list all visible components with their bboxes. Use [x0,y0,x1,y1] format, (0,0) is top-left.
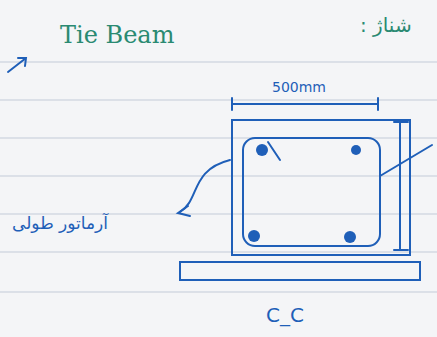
rebar [248,230,260,242]
margin-arrow [8,58,26,72]
rebar [344,231,356,243]
persian-title: شناژ : [360,14,412,36]
stirrup-hook [268,142,280,160]
leader-line [380,145,432,176]
beam-outline [232,120,410,255]
height-dimension [394,122,408,250]
title-label: Tie Beam [60,22,174,48]
dimension-label: 500mm [272,80,326,95]
stirrup [243,138,380,246]
longitudinal-bars [248,144,361,243]
ruled-lines [0,62,437,292]
rebar-leader [180,160,230,212]
section-label: C_C [266,304,304,326]
rebar [256,144,268,156]
rebar [351,145,361,155]
width-dimension [232,98,378,110]
ground-slab [180,262,420,280]
rebar-label: آرماتور طولی [12,214,108,233]
leader-arrowhead [178,206,190,216]
